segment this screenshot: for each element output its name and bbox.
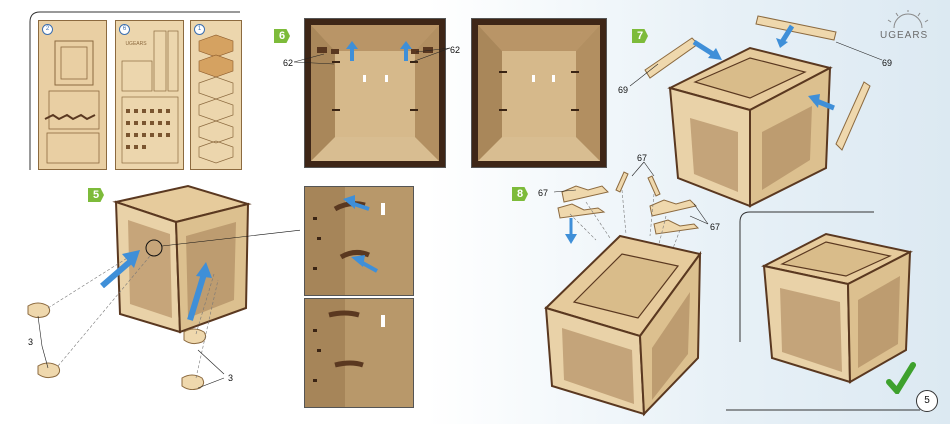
closed-box-interior [472, 19, 606, 167]
sheet-parts-drawing [191, 21, 241, 169]
parts-sheet-2: 2 [38, 20, 107, 170]
part-69-label-left: 69 [618, 85, 628, 95]
leader-lines-69 [628, 40, 888, 100]
checkmark-icon [886, 362, 916, 394]
arrow-icon [186, 262, 214, 322]
step-5-illustration [20, 180, 300, 390]
parts-sheet-1: 1 [190, 20, 242, 170]
step-6-result-photo [471, 18, 607, 168]
detail-photo-top [304, 186, 414, 296]
parts-sheet-6: 6 UGEARS [115, 20, 184, 170]
part-67-label-left: 67 [538, 188, 548, 198]
arrow-icon [349, 255, 379, 273]
detail-slots-assembled [305, 299, 413, 407]
part-62-label-left: 62 [283, 58, 293, 68]
sheet-parts-drawing [116, 21, 183, 169]
arrow-icon [100, 250, 140, 288]
leader-lines-62 [294, 40, 454, 70]
part-3-label-left: 3 [28, 337, 33, 347]
step-8-badge: 8 [512, 187, 528, 201]
part-3-label-right: 3 [228, 373, 233, 383]
sheet-parts-drawing [39, 21, 106, 169]
page-number: 5 [916, 390, 938, 412]
sun-logo-icon [885, 10, 931, 30]
arrow-icon [341, 195, 371, 215]
step-6-badge: 6 [274, 29, 290, 43]
brand-logo: UGEARS [880, 30, 928, 41]
detail-photo-bottom [304, 298, 414, 408]
leader-lines-67 [550, 160, 720, 230]
